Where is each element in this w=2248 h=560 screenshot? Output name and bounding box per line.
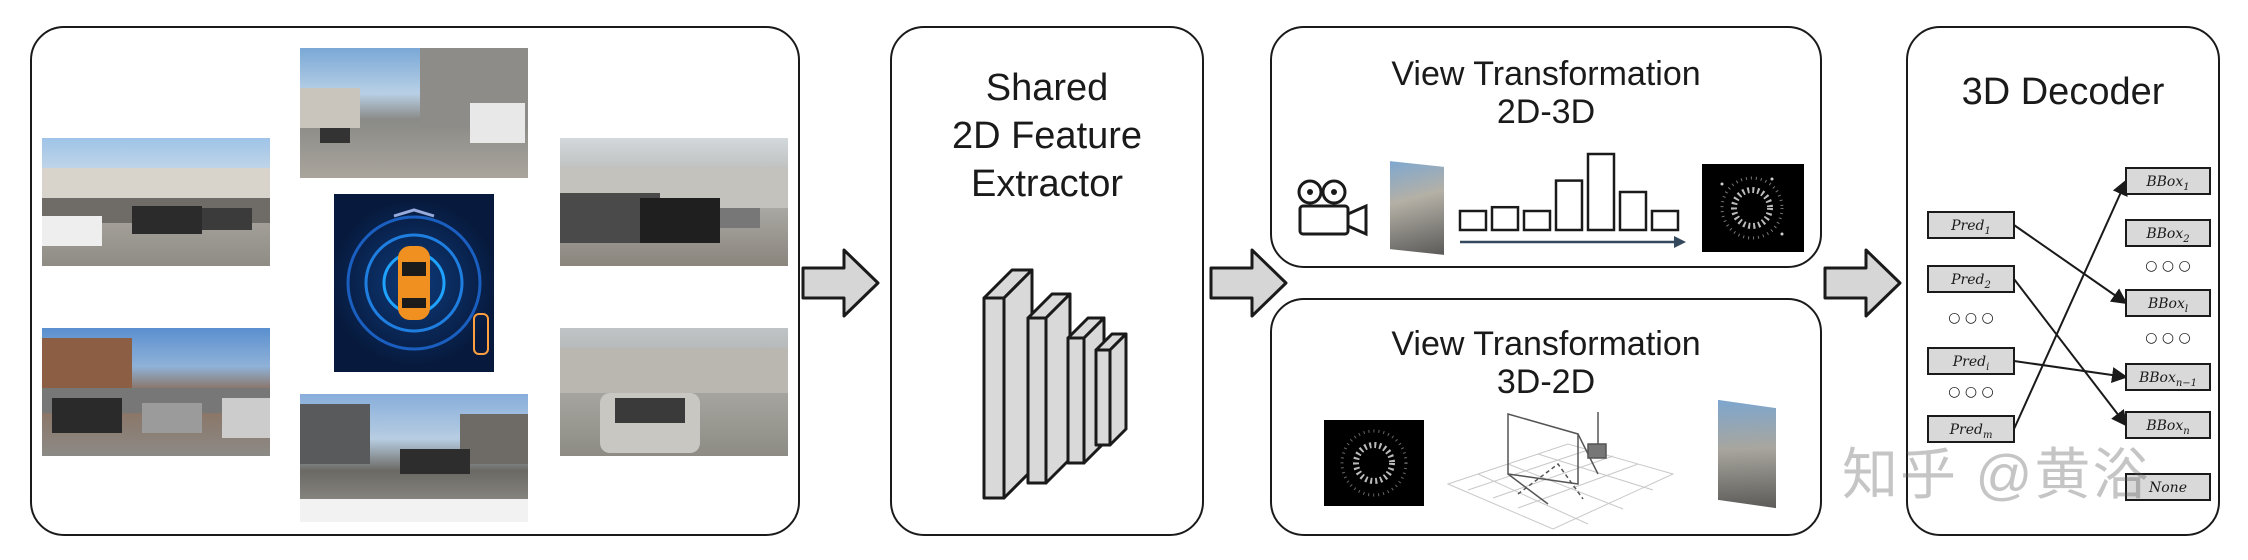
bbox-box: BBox2 <box>2125 219 2211 247</box>
bbox-box: BBox1 <box>2125 167 2211 195</box>
matching-line <box>2013 278 2128 427</box>
camera-image-front-right <box>560 138 788 266</box>
svg-text:BBoxl: BBoxl <box>2147 296 2188 315</box>
svg-text:BBox1: BBox1 <box>2145 174 2189 193</box>
histogram-bar <box>1650 209 1680 232</box>
camera-image-back-left <box>42 328 270 456</box>
flow-arrow-1 <box>801 248 880 318</box>
svg-text:Pred2: Pred2 <box>1950 272 1991 291</box>
vt2-title-line-1: View Transformation <box>1391 325 1701 363</box>
watermark-text: 知乎 @黄浴 <box>1842 443 2151 506</box>
flow-arrow-2 <box>1209 248 1288 318</box>
svg-text:BBox2: BBox2 <box>2145 226 2189 245</box>
bbox-box: BBoxn <box>2125 411 2211 439</box>
matching-line <box>2013 224 2128 305</box>
ellipsis-dots: ○ ○ ○ <box>2145 258 2191 274</box>
matching-line <box>2013 360 2128 383</box>
extractor-title-line-1: Shared <box>985 67 1109 109</box>
pred-box: Predm <box>1927 415 2015 443</box>
extractor-title-line-3: Extractor <box>970 163 1124 205</box>
movie-camera-icon <box>1297 179 1368 237</box>
svg-text:Predm: Predm <box>1949 422 1993 441</box>
ellipsis-dots: ○ ○ ○ <box>2145 330 2191 346</box>
svg-text:Predi: Predi <box>1952 354 1990 373</box>
pred-box: Pred1 <box>1927 211 2015 239</box>
svg-text:Pred1: Pred1 <box>1950 218 1991 237</box>
matching-line <box>2013 179 2128 430</box>
cnn-layers-graphic <box>982 268 1128 500</box>
histogram-bar <box>1618 190 1648 232</box>
histogram-bar <box>1586 152 1616 232</box>
projection-geometry-graphic <box>1446 412 1675 530</box>
depth-histogram <box>1458 152 1686 248</box>
camera-image-back <box>300 394 528 522</box>
decoder-title: 3D Decoder <box>1961 71 2165 113</box>
ellipsis-dots: ○ ○ ○ <box>1948 384 1994 400</box>
pred-box: Pred2 <box>1927 265 2015 293</box>
vt1-title-line-2: 2D-3D <box>1496 93 1596 131</box>
bbox-box: BBoxn−1 <box>2125 363 2211 391</box>
extractor-title-line-2: 2D Feature <box>951 115 1143 157</box>
histogram-bar <box>1522 209 1552 232</box>
histogram-bar <box>1554 179 1584 232</box>
flow-arrow-3 <box>1823 248 1902 318</box>
camera-image-front-left <box>42 138 270 266</box>
bev-point-cloud-output <box>1702 164 1804 252</box>
camera-image-front <box>300 48 528 178</box>
pred-box: Predi <box>1927 347 2015 375</box>
camera-image-thumbnail <box>1390 161 1444 255</box>
bbox-box: None <box>2125 473 2211 501</box>
vt2-title-line-2: 3D-2D <box>1496 363 1596 401</box>
svg-text:None: None <box>2148 480 2187 496</box>
projected-camera-image <box>1718 399 1776 509</box>
histogram-bar <box>1458 209 1488 232</box>
bev-point-cloud-input <box>1324 420 1424 506</box>
histogram-bar <box>1490 205 1520 232</box>
ego-vehicle-graphic <box>334 194 494 372</box>
camera-images-panel <box>30 26 800 536</box>
view-transform-3d2d-panel: View Transformation 3D-2D <box>1270 298 1822 536</box>
vt1-title-line-1: View Transformation <box>1391 55 1701 93</box>
feature-extractor-panel: Shared 2D Feature Extractor <box>890 26 1204 536</box>
svg-text:BBoxn: BBoxn <box>2145 418 2189 437</box>
bbox-box: BBoxl <box>2125 289 2211 317</box>
ellipsis-dots: ○ ○ ○ <box>1948 310 1994 326</box>
view-transform-2d3d-panel: View Transformation 2D-3D <box>1270 26 1822 268</box>
camera-image-back-right <box>560 328 788 456</box>
